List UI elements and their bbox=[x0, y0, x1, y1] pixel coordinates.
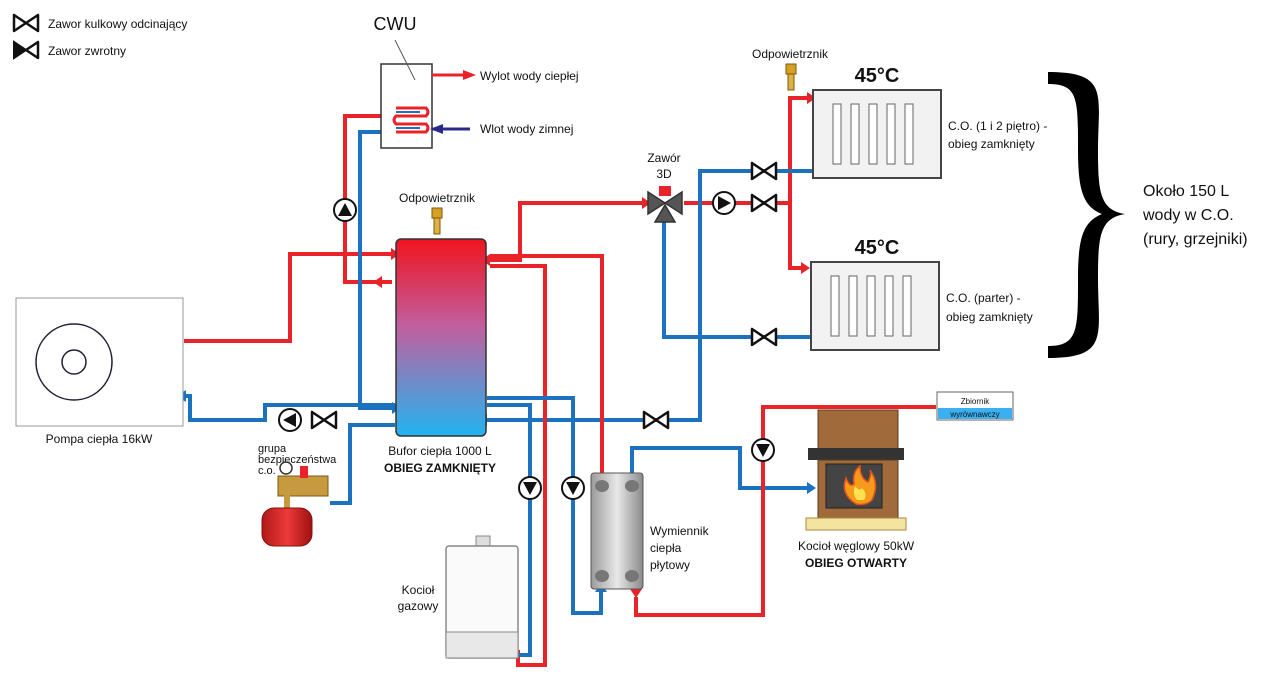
co-volume-label-3: (rury, grzejniki) bbox=[1143, 231, 1248, 248]
plate-exchanger bbox=[590, 472, 644, 590]
radiator-top-temp: 45°C bbox=[855, 65, 900, 87]
cwu-hot-out-label: Wylot wody ciepłej bbox=[480, 69, 579, 83]
pipe-buffer-to-valve3d bbox=[490, 201, 642, 262]
safety-group-label-3: c.o. bbox=[258, 465, 276, 477]
safety-group-label-1: grupa bbox=[258, 443, 287, 455]
pump-icon bbox=[518, 476, 542, 500]
pipe-gas-return bbox=[487, 403, 532, 657]
safety-group-icon bbox=[277, 461, 329, 508]
air-vent-icon bbox=[431, 207, 443, 235]
expansion-tank-label-2: wyrównawczy bbox=[949, 410, 999, 419]
ball-valve-icon bbox=[642, 410, 670, 430]
pipe-to-lower-radiator bbox=[788, 203, 806, 270]
air-vent-icon bbox=[785, 63, 797, 91]
ball-valve-icon bbox=[750, 161, 778, 181]
valve3d-label-2: 3D bbox=[656, 167, 672, 181]
cwu-cold-in-label: Wlot wody zimnej bbox=[480, 122, 573, 136]
pipe-buffer-to-exchanger bbox=[490, 254, 604, 478]
exchanger-label-1: Wymiennik bbox=[650, 524, 710, 538]
radiator-bottom-label-2: obieg zamknięty bbox=[946, 310, 1033, 324]
safety-group-label-2: bezpieczeństwa bbox=[258, 454, 337, 466]
gas-boiler-label-2: gazowy bbox=[398, 599, 439, 613]
pipe-exchanger-to-buffer bbox=[487, 396, 603, 615]
radiator-top-label-2: obieg zamknięty bbox=[948, 137, 1035, 151]
heat-pump-label: Pompa ciepła 16kW bbox=[46, 432, 153, 446]
cwu-tank bbox=[380, 39, 433, 149]
pipe-cwu-return bbox=[358, 130, 392, 410]
buffer-vent-label: Odpowietrznik bbox=[399, 191, 476, 205]
legend-ball-valve-label: Zawor kulkowy odcinający bbox=[48, 17, 187, 31]
gas-boiler-label-1: Kocioł bbox=[402, 583, 435, 597]
pipes bbox=[184, 96, 936, 667]
pumps bbox=[278, 191, 775, 500]
buffer-tank bbox=[395, 238, 487, 437]
cwu-title: CWU bbox=[374, 14, 417, 34]
pipe-exchanger-to-coal bbox=[630, 446, 808, 490]
pump-icon bbox=[751, 438, 775, 462]
co-volume-label-1: Około 150 L bbox=[1143, 183, 1229, 200]
pipe-safety-group bbox=[330, 423, 395, 505]
three-way-valve bbox=[647, 186, 683, 223]
coal-boiler-label-2: OBIEG OTWARTY bbox=[805, 556, 907, 570]
pipe-hp-hot bbox=[184, 252, 392, 343]
pipe-hp-return bbox=[184, 394, 395, 422]
gas-boiler bbox=[445, 535, 519, 659]
ball-valve-icon bbox=[750, 193, 778, 213]
radiator-top-label-1: C.O. (1 i 2 piętro) - bbox=[948, 119, 1047, 133]
fire-icon bbox=[843, 464, 877, 506]
curly-brace bbox=[1048, 72, 1125, 358]
legend-check-valve-label: Zawor zwrotny bbox=[48, 44, 126, 58]
expansion-vessel-icon bbox=[261, 507, 313, 547]
radiator-top bbox=[812, 89, 942, 179]
radiator-bottom-label-1: C.O. (parter) - bbox=[946, 291, 1021, 305]
pump-icon bbox=[712, 191, 736, 215]
pump-icon bbox=[278, 408, 302, 432]
heat-pump bbox=[15, 297, 184, 427]
buffer-label-2: OBIEG ZAMKNIĘTY bbox=[384, 461, 496, 475]
exchanger-label-3: płytowy bbox=[650, 558, 690, 572]
pump-icon bbox=[333, 198, 357, 222]
ball-valves bbox=[310, 161, 778, 430]
radiator-vent-label: Odpowietrznik bbox=[752, 47, 829, 61]
valve3d-label-1: Zawór bbox=[647, 151, 680, 165]
exchanger-label-2: ciepła bbox=[650, 541, 682, 555]
expansion-tank-label-1: Zbiornik bbox=[961, 397, 990, 406]
check-valve-icon bbox=[13, 40, 40, 60]
ball-valve-icon bbox=[12, 13, 40, 33]
pump-icon bbox=[561, 476, 585, 500]
coal-boiler-label-1: Kocioł węglowy 50kW bbox=[798, 539, 915, 553]
expansion-tank bbox=[936, 391, 1014, 421]
legend: Zawor kulkowy odcinający Zawor zwrotny bbox=[12, 13, 187, 60]
ball-valve-icon bbox=[310, 410, 338, 430]
ball-valve-icon bbox=[750, 327, 778, 347]
radiator-bottom-temp: 45°C bbox=[855, 237, 900, 259]
pipe-valve3d-to-radiators bbox=[684, 96, 812, 205]
co-volume-label-2: wody w C.O. bbox=[1142, 207, 1234, 224]
pipe-gas-hot bbox=[490, 264, 547, 667]
radiator-bottom bbox=[810, 261, 940, 351]
buffer-label-1: Bufor ciepła 1000 L bbox=[388, 444, 492, 458]
pipe-coal-to-exchanger bbox=[634, 405, 936, 617]
